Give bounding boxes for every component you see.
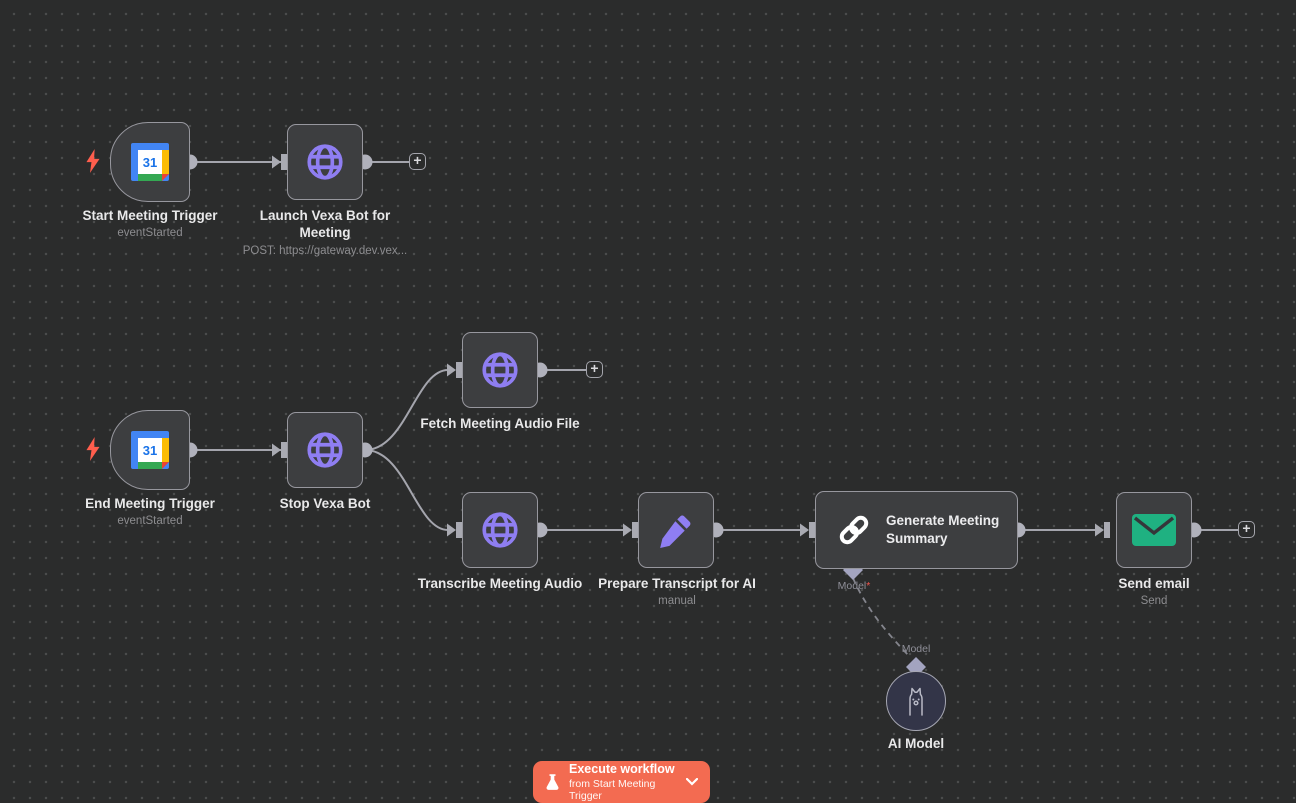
node-label-stop-vexa-bot: Stop Vexa Bot: [279, 496, 371, 511]
node-label-start-meeting-trigger: Start Meeting Trigger eventStarted: [82, 208, 218, 240]
node-inner-label: Generate Meeting Summary: [886, 513, 1000, 546]
input-connector-stop: [272, 442, 287, 458]
trigger-bolt-icon: [85, 149, 101, 178]
input-connector-prepare: [623, 522, 638, 538]
pencil-icon: [657, 511, 695, 549]
node-label-prepare-transcript: Prepare Transcript for AI manual: [598, 576, 756, 608]
globe-icon: [479, 349, 521, 391]
node-start-meeting-trigger[interactable]: 31: [110, 122, 190, 202]
node-stop-vexa-bot[interactable]: [287, 412, 363, 488]
node-transcribe-meeting-audio[interactable]: [462, 492, 538, 568]
node-generate-meeting-summary[interactable]: Generate Meeting Summary: [815, 491, 1018, 569]
connection-stop-to-transcribe[interactable]: [364, 449, 449, 531]
node-label-transcribe-meeting-audio: Transcribe Meeting Audio: [417, 576, 583, 591]
input-connector-fetch: [447, 362, 462, 378]
svg-text:31: 31: [143, 155, 157, 170]
plus-icon: +: [590, 360, 599, 376]
node-label-fetch-meeting-audio: Fetch Meeting Audio File: [420, 416, 580, 431]
plus-icon: +: [413, 152, 422, 168]
plus-icon: +: [1242, 520, 1251, 536]
envelope-icon: [1131, 512, 1177, 548]
model-output-label: Model: [901, 643, 931, 655]
globe-icon: [304, 429, 346, 471]
input-connector-generate: [800, 522, 815, 538]
add-node-plus-button[interactable]: +: [409, 153, 426, 170]
google-calendar-icon: 31: [130, 142, 170, 182]
node-label-end-meeting-trigger: End Meeting Trigger eventStarted: [85, 496, 215, 528]
add-node-plus-button[interactable]: +: [586, 361, 603, 378]
node-label-launch-vexa-bot: Launch Vexa Bot for Meeting POST: https:…: [242, 208, 408, 257]
input-connector-transcribe: [447, 522, 462, 538]
node-label-ai-model: AI Model: [887, 736, 945, 751]
node-label-send-email: Send email Send: [1118, 576, 1190, 608]
globe-icon: [479, 509, 521, 551]
node-send-email[interactable]: [1116, 492, 1192, 568]
execute-workflow-text: Execute workflow from Start Meeting Trig…: [569, 762, 675, 802]
node-end-meeting-trigger[interactable]: 31: [110, 410, 190, 490]
input-connector-launch: [272, 154, 287, 170]
globe-icon: [304, 141, 346, 183]
llama-icon: [901, 685, 931, 717]
model-input-label: Model*: [837, 580, 871, 592]
node-ai-model[interactable]: [886, 671, 946, 731]
svg-text:31: 31: [143, 443, 157, 458]
flask-icon: [545, 773, 560, 791]
node-launch-vexa-bot[interactable]: [287, 124, 363, 200]
add-node-plus-button[interactable]: +: [1238, 521, 1255, 538]
execute-workflow-button[interactable]: Execute workflow from Start Meeting Trig…: [533, 761, 710, 803]
node-fetch-meeting-audio[interactable]: [462, 332, 538, 408]
trigger-bolt-icon: [85, 437, 101, 466]
google-calendar-icon: 31: [130, 430, 170, 470]
connection-stop-to-fetch[interactable]: [364, 369, 449, 451]
input-connector-send: [1095, 522, 1110, 538]
node-prepare-transcript[interactable]: [638, 492, 714, 568]
chevron-down-icon[interactable]: [686, 778, 698, 786]
chain-icon: [836, 512, 872, 548]
